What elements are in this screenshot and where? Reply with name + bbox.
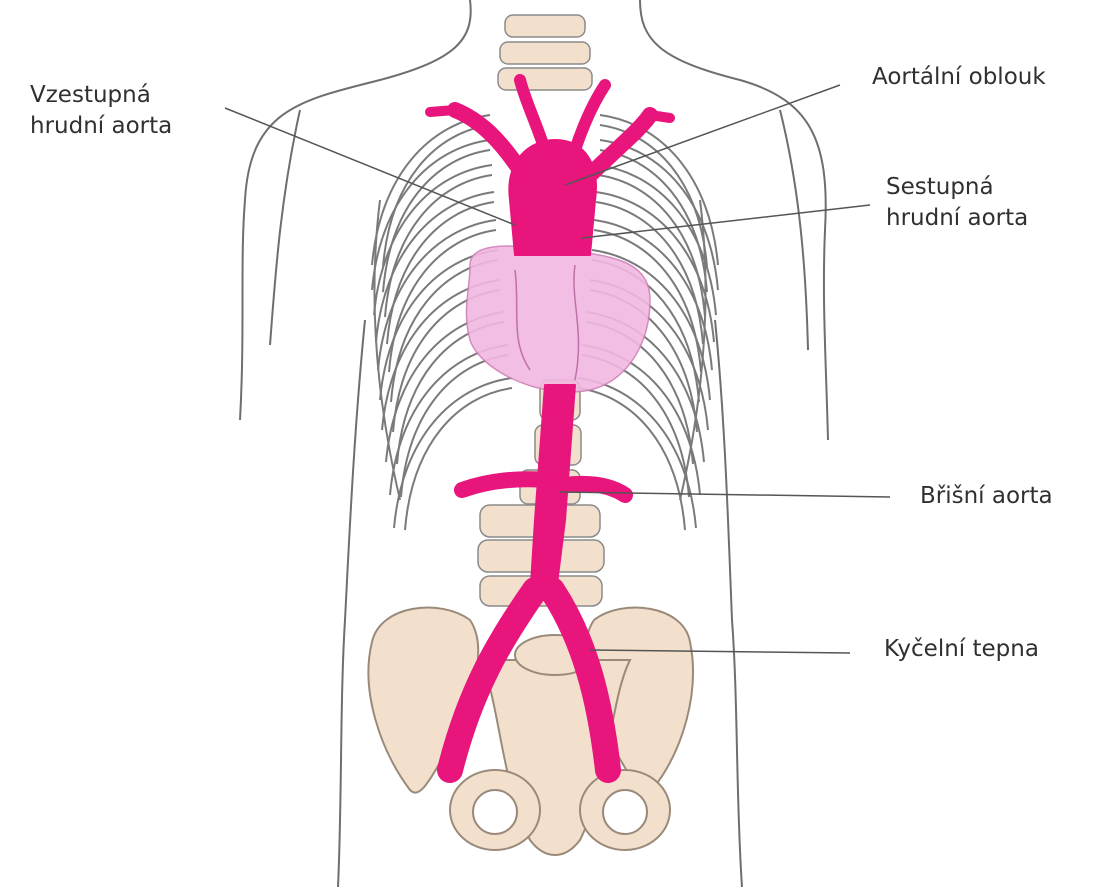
label-ascending-aorta: Vzestupná hrudní aorta bbox=[30, 80, 172, 142]
label-aortic-arch: Aortální oblouk bbox=[872, 62, 1046, 93]
label-iliac-artery: Kyčelní tepna bbox=[884, 634, 1039, 665]
pelvis bbox=[368, 608, 692, 855]
label-descending-line-2: hrudní aorta bbox=[886, 203, 1028, 234]
label-ascending-line-2: hrudní aorta bbox=[30, 111, 172, 142]
heart bbox=[466, 246, 650, 392]
label-descending-aorta: Sestupná hrudní aorta bbox=[886, 172, 1028, 234]
label-ascending-line-1: Vzestupná bbox=[30, 80, 172, 111]
label-abdominal-line-1: Břišní aorta bbox=[920, 481, 1053, 512]
label-arch-line-1: Aortální oblouk bbox=[872, 62, 1046, 93]
label-descending-line-1: Sestupná bbox=[886, 172, 1028, 203]
label-abdominal-aorta: Břišní aorta bbox=[920, 481, 1053, 512]
label-iliac-line-1: Kyčelní tepna bbox=[884, 634, 1039, 665]
